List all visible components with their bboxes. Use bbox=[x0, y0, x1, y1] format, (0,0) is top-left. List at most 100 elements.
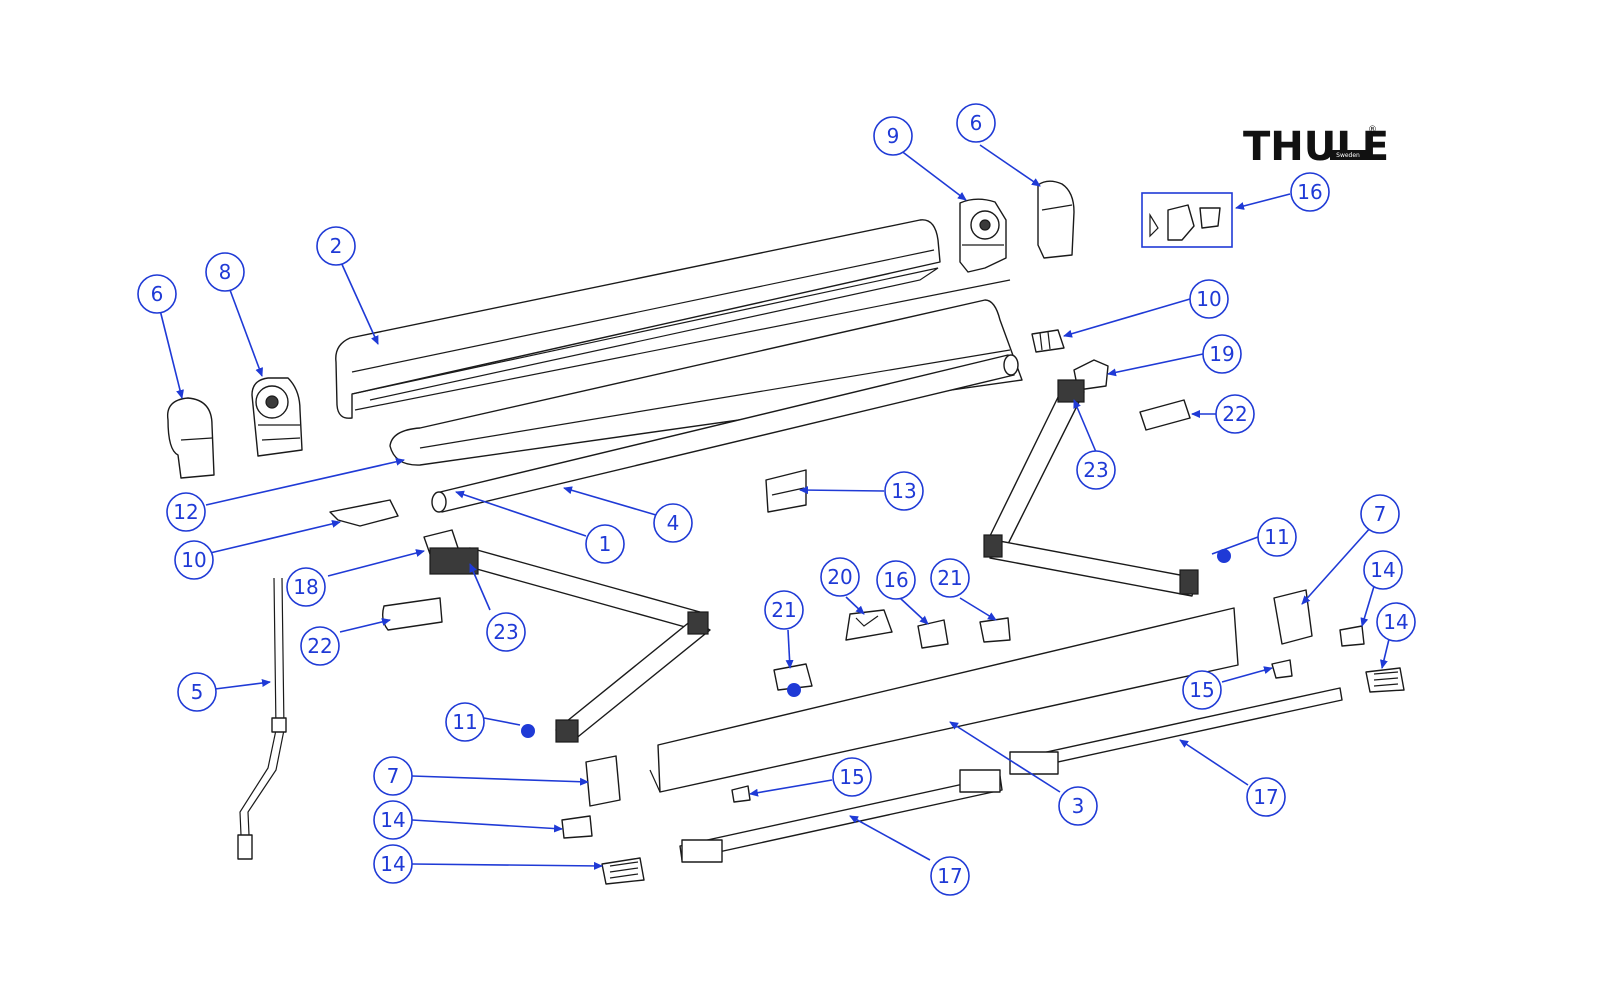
callout-1[interactable]: 1 bbox=[585, 524, 625, 564]
callout-label: 14 bbox=[380, 808, 405, 832]
callout-5[interactable]: 5 bbox=[177, 672, 217, 712]
callout-label: 20 bbox=[827, 565, 852, 589]
leader-lines bbox=[159, 144, 1391, 870]
part-support-leg-left bbox=[679, 769, 1003, 863]
callout-label: 10 bbox=[181, 548, 206, 572]
callout-label: 14 bbox=[1383, 610, 1408, 634]
callout-label: 1 bbox=[599, 532, 612, 556]
callout-6-left[interactable]: 6 bbox=[137, 274, 177, 314]
callout-14-right-top[interactable]: 14 bbox=[1363, 550, 1403, 590]
callout-10-right[interactable]: 10 bbox=[1189, 279, 1229, 319]
callout-label: 13 bbox=[891, 479, 916, 503]
callout-7-right[interactable]: 7 bbox=[1360, 494, 1400, 534]
callout-label: 2 bbox=[330, 234, 343, 258]
part-slider-left bbox=[561, 815, 593, 839]
part-grip-right bbox=[1365, 667, 1405, 693]
part-cover-left bbox=[381, 597, 443, 631]
callout-17-right[interactable]: 17 bbox=[1246, 777, 1286, 817]
callout-10-left[interactable]: 10 bbox=[174, 540, 214, 580]
part-knob-left bbox=[731, 785, 751, 803]
callout-label: 22 bbox=[1222, 402, 1247, 426]
part-support-leg-right bbox=[1009, 687, 1343, 775]
part-clip-20 bbox=[845, 609, 893, 641]
callout-label: 11 bbox=[1264, 525, 1289, 549]
callout-16-top[interactable]: 16 bbox=[1290, 172, 1330, 212]
part-latch-left bbox=[329, 499, 399, 527]
part-clip-16 bbox=[917, 619, 949, 649]
callout-label: 22 bbox=[307, 634, 332, 658]
callout-13[interactable]: 13 bbox=[884, 471, 924, 511]
thule-logo: THULE Sweden ® bbox=[1243, 124, 1389, 170]
callout-label: 6 bbox=[970, 111, 983, 135]
callout-label: 7 bbox=[1374, 502, 1387, 526]
callout-label: 4 bbox=[667, 511, 680, 535]
callout-9[interactable]: 9 bbox=[873, 116, 913, 156]
callout-label: 16 bbox=[1297, 180, 1322, 204]
part-end-cap-right bbox=[1037, 180, 1075, 259]
callout-label: 6 bbox=[151, 282, 164, 306]
callout-14-left-top[interactable]: 14 bbox=[373, 800, 413, 840]
callout-label: 5 bbox=[191, 680, 204, 704]
callout-label: 14 bbox=[1370, 558, 1395, 582]
part-latch-right bbox=[1031, 329, 1065, 353]
marker-dot-left bbox=[521, 724, 535, 738]
callout-label: 21 bbox=[771, 598, 796, 622]
callout-label: 9 bbox=[887, 124, 900, 148]
part-cassette-profile bbox=[335, 219, 1011, 419]
callout-label: 14 bbox=[380, 852, 405, 876]
part-crank-handle bbox=[237, 577, 287, 860]
callout-15-right[interactable]: 15 bbox=[1182, 670, 1222, 710]
marker-dot-center bbox=[787, 683, 801, 697]
part-end-bracket-left bbox=[585, 755, 621, 807]
callout-label: 16 bbox=[883, 568, 908, 592]
callout-11-left[interactable]: 11 bbox=[445, 702, 485, 742]
callout-18[interactable]: 18 bbox=[286, 567, 326, 607]
callout-4[interactable]: 4 bbox=[653, 503, 693, 543]
part-gearbox-left bbox=[251, 377, 303, 457]
callout-17-left[interactable]: 17 bbox=[930, 856, 970, 896]
callout-23-right[interactable]: 23 bbox=[1076, 450, 1116, 490]
part-clip-21-right bbox=[979, 617, 1011, 643]
callout-7-left[interactable]: 7 bbox=[373, 756, 413, 796]
logo-registered-mark: ® bbox=[1368, 125, 1377, 135]
callout-19[interactable]: 19 bbox=[1202, 334, 1242, 374]
callout-21-left[interactable]: 21 bbox=[764, 590, 804, 630]
part-arm-right bbox=[983, 379, 1199, 597]
part-grip-left bbox=[601, 857, 645, 885]
logo-subtext: Sweden bbox=[1336, 152, 1360, 159]
callout-label: 8 bbox=[219, 260, 232, 284]
callout-23-left[interactable]: 23 bbox=[486, 612, 526, 652]
callout-2[interactable]: 2 bbox=[316, 226, 356, 266]
callout-22-left[interactable]: 22 bbox=[300, 626, 340, 666]
part-clip-21-left bbox=[773, 663, 813, 691]
callout-8[interactable]: 8 bbox=[205, 252, 245, 292]
part-valance-bar bbox=[649, 607, 1239, 793]
callout-14-right-bottom[interactable]: 14 bbox=[1376, 602, 1416, 642]
callout-16-middle[interactable]: 16 bbox=[876, 560, 916, 600]
callout-20[interactable]: 20 bbox=[820, 557, 860, 597]
callout-22-right[interactable]: 22 bbox=[1215, 394, 1255, 434]
callout-6-right[interactable]: 6 bbox=[956, 103, 996, 143]
callout-label: 21 bbox=[937, 566, 962, 590]
callout-label: 17 bbox=[937, 864, 962, 888]
part-gearbox-right bbox=[959, 198, 1007, 273]
callout-11-right[interactable]: 11 bbox=[1257, 517, 1297, 557]
part-roller-tube bbox=[431, 354, 1019, 513]
callout-15-left[interactable]: 15 bbox=[832, 757, 872, 797]
callout-label: 23 bbox=[1083, 458, 1108, 482]
part-plate bbox=[765, 469, 807, 513]
part-detail-box bbox=[1141, 192, 1233, 248]
callout-label: 3 bbox=[1072, 794, 1085, 818]
callout-12[interactable]: 12 bbox=[166, 492, 206, 532]
callout-14-left-bottom[interactable]: 14 bbox=[373, 844, 413, 884]
callout-label: 23 bbox=[493, 620, 518, 644]
callout-21-right[interactable]: 21 bbox=[930, 558, 970, 598]
callout-label: 18 bbox=[293, 575, 318, 599]
callout-label: 19 bbox=[1209, 342, 1234, 366]
part-cover-right bbox=[1139, 399, 1191, 431]
marker-dot-right bbox=[1217, 549, 1231, 563]
callout-3[interactable]: 3 bbox=[1058, 786, 1098, 826]
part-arm-left bbox=[423, 529, 711, 743]
part-knob-right bbox=[1271, 659, 1293, 679]
